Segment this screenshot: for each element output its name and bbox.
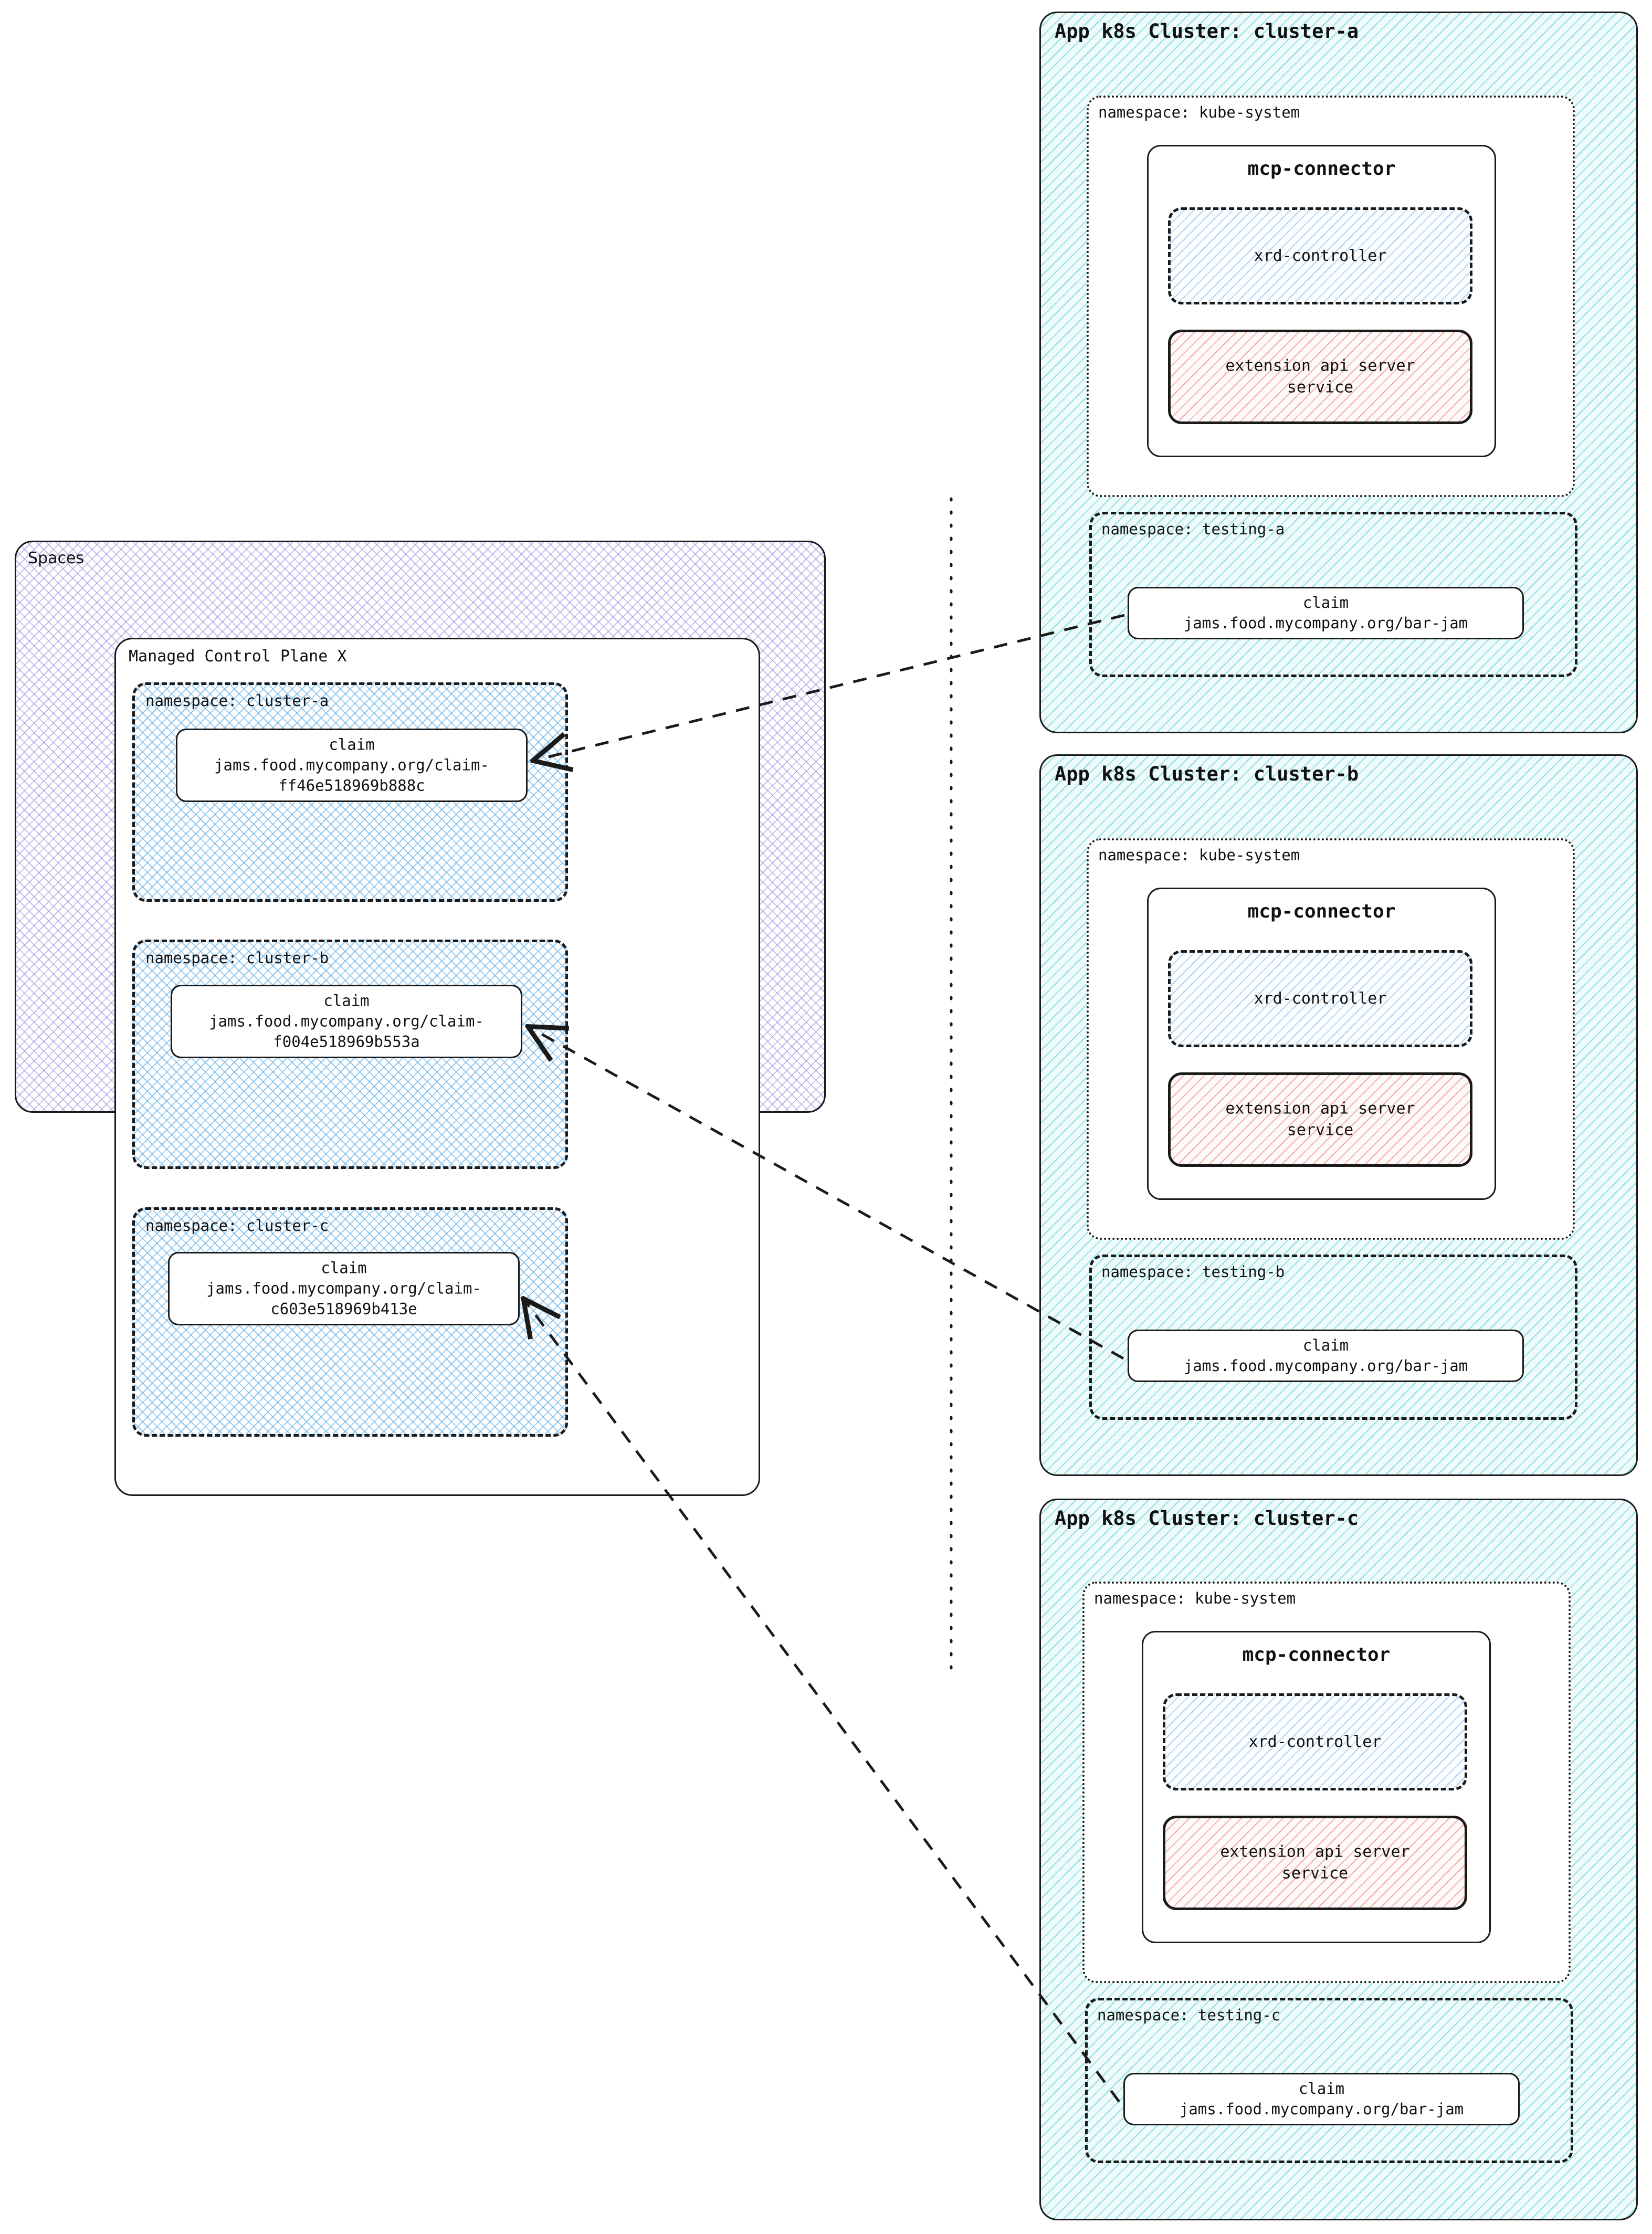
app-cluster-b-title: App k8s Cluster: cluster-b	[1055, 763, 1359, 785]
extension-api-server-b-label: extension api server service	[1225, 1099, 1415, 1140]
extension-api-server-a: extension api server service	[1168, 330, 1472, 424]
xrd-controller-b: xrd-controller	[1168, 950, 1472, 1047]
kube-system-namespace-c-label: namespace: kube-system	[1094, 1589, 1296, 1607]
claim-testing-a-text: claim jams.food.mycompany.org/bar-jam	[1129, 593, 1522, 634]
extension-api-server-a-label: extension api server service	[1225, 356, 1415, 397]
claim-ref: jams.food.mycompany.org/claim- f004e5189…	[209, 1012, 484, 1051]
xrd-controller-b-label: xrd-controller	[1254, 989, 1387, 1008]
claim-kind: claim	[329, 735, 375, 754]
spaces-label: Spaces	[28, 549, 85, 567]
claim-ref: jams.food.mycompany.org/claim- ff46e5189…	[214, 756, 489, 795]
claim-testing-c[interactable]: claim jams.food.mycompany.org/bar-jam	[1123, 2073, 1520, 2125]
kube-system-namespace-b-label: namespace: kube-system	[1098, 846, 1300, 864]
claim-kind: claim	[1302, 593, 1349, 612]
claim-ref: jams.food.mycompany.org/bar-jam	[1183, 614, 1468, 632]
claim-kind: claim	[323, 992, 370, 1010]
claim-testing-a[interactable]: claim jams.food.mycompany.org/bar-jam	[1128, 587, 1524, 639]
claim-cluster-c-text: claim jams.food.mycompany.org/claim- c603…	[170, 1258, 518, 1319]
claim-cluster-a[interactable]: claim jams.food.mycompany.org/claim- ff46…	[176, 729, 528, 802]
mcp-connector-b-title: mcp-connector	[1247, 901, 1396, 922]
namespace-cluster-b-label: namespace: cluster-b	[145, 949, 329, 967]
testing-namespace-b-label: namespace: testing-b	[1101, 1263, 1285, 1281]
claim-testing-c-text: claim jams.food.mycompany.org/bar-jam	[1125, 2079, 1518, 2120]
extension-api-server-c-label: extension api server service	[1220, 1842, 1410, 1883]
testing-namespace-c-label: namespace: testing-c	[1097, 2006, 1281, 2024]
claim-testing-b[interactable]: claim jams.food.mycompany.org/bar-jam	[1128, 1330, 1524, 1382]
claim-testing-b-text: claim jams.food.mycompany.org/bar-jam	[1129, 1335, 1522, 1376]
xrd-controller-c-label: xrd-controller	[1248, 1732, 1382, 1751]
extension-api-server-b: extension api server service	[1168, 1072, 1472, 1167]
claim-kind: claim	[1298, 2079, 1345, 2098]
claim-ref: jams.food.mycompany.org/claim- c603e5189…	[206, 1279, 481, 1318]
managed-control-plane-label: Managed Control Plane X	[129, 647, 347, 666]
xrd-controller-a: xrd-controller	[1168, 207, 1472, 304]
kube-system-namespace-a-label: namespace: kube-system	[1098, 103, 1300, 121]
app-cluster-a-title: App k8s Cluster: cluster-a	[1055, 20, 1359, 43]
xrd-controller-a-label: xrd-controller	[1254, 246, 1387, 265]
mcp-connector-a-title: mcp-connector	[1247, 158, 1396, 180]
namespace-cluster-a-label: namespace: cluster-a	[145, 692, 329, 710]
claim-ref: jams.food.mycompany.org/bar-jam	[1179, 2100, 1464, 2118]
claim-cluster-a-text: claim jams.food.mycompany.org/claim- ff46…	[177, 734, 526, 796]
extension-api-server-c: extension api server service	[1163, 1816, 1467, 1910]
claim-cluster-b-text: claim jams.food.mycompany.org/claim- f004…	[172, 990, 521, 1052]
claim-kind: claim	[1302, 1336, 1349, 1354]
testing-namespace-a: namespace: testing-a	[1089, 512, 1577, 677]
xrd-controller-c: xrd-controller	[1163, 1693, 1467, 1790]
app-cluster-c-title: App k8s Cluster: cluster-c	[1055, 1507, 1359, 1530]
namespace-cluster-c-label: namespace: cluster-c	[145, 1217, 329, 1235]
claim-ref: jams.food.mycompany.org/bar-jam	[1183, 1357, 1468, 1375]
claim-cluster-b[interactable]: claim jams.food.mycompany.org/claim- f004…	[171, 985, 522, 1058]
claim-kind: claim	[321, 1259, 367, 1277]
claim-cluster-c[interactable]: claim jams.food.mycompany.org/claim- c603…	[168, 1252, 520, 1325]
testing-namespace-a-label: namespace: testing-a	[1101, 520, 1285, 538]
mcp-connector-c-title: mcp-connector	[1242, 1644, 1391, 1666]
